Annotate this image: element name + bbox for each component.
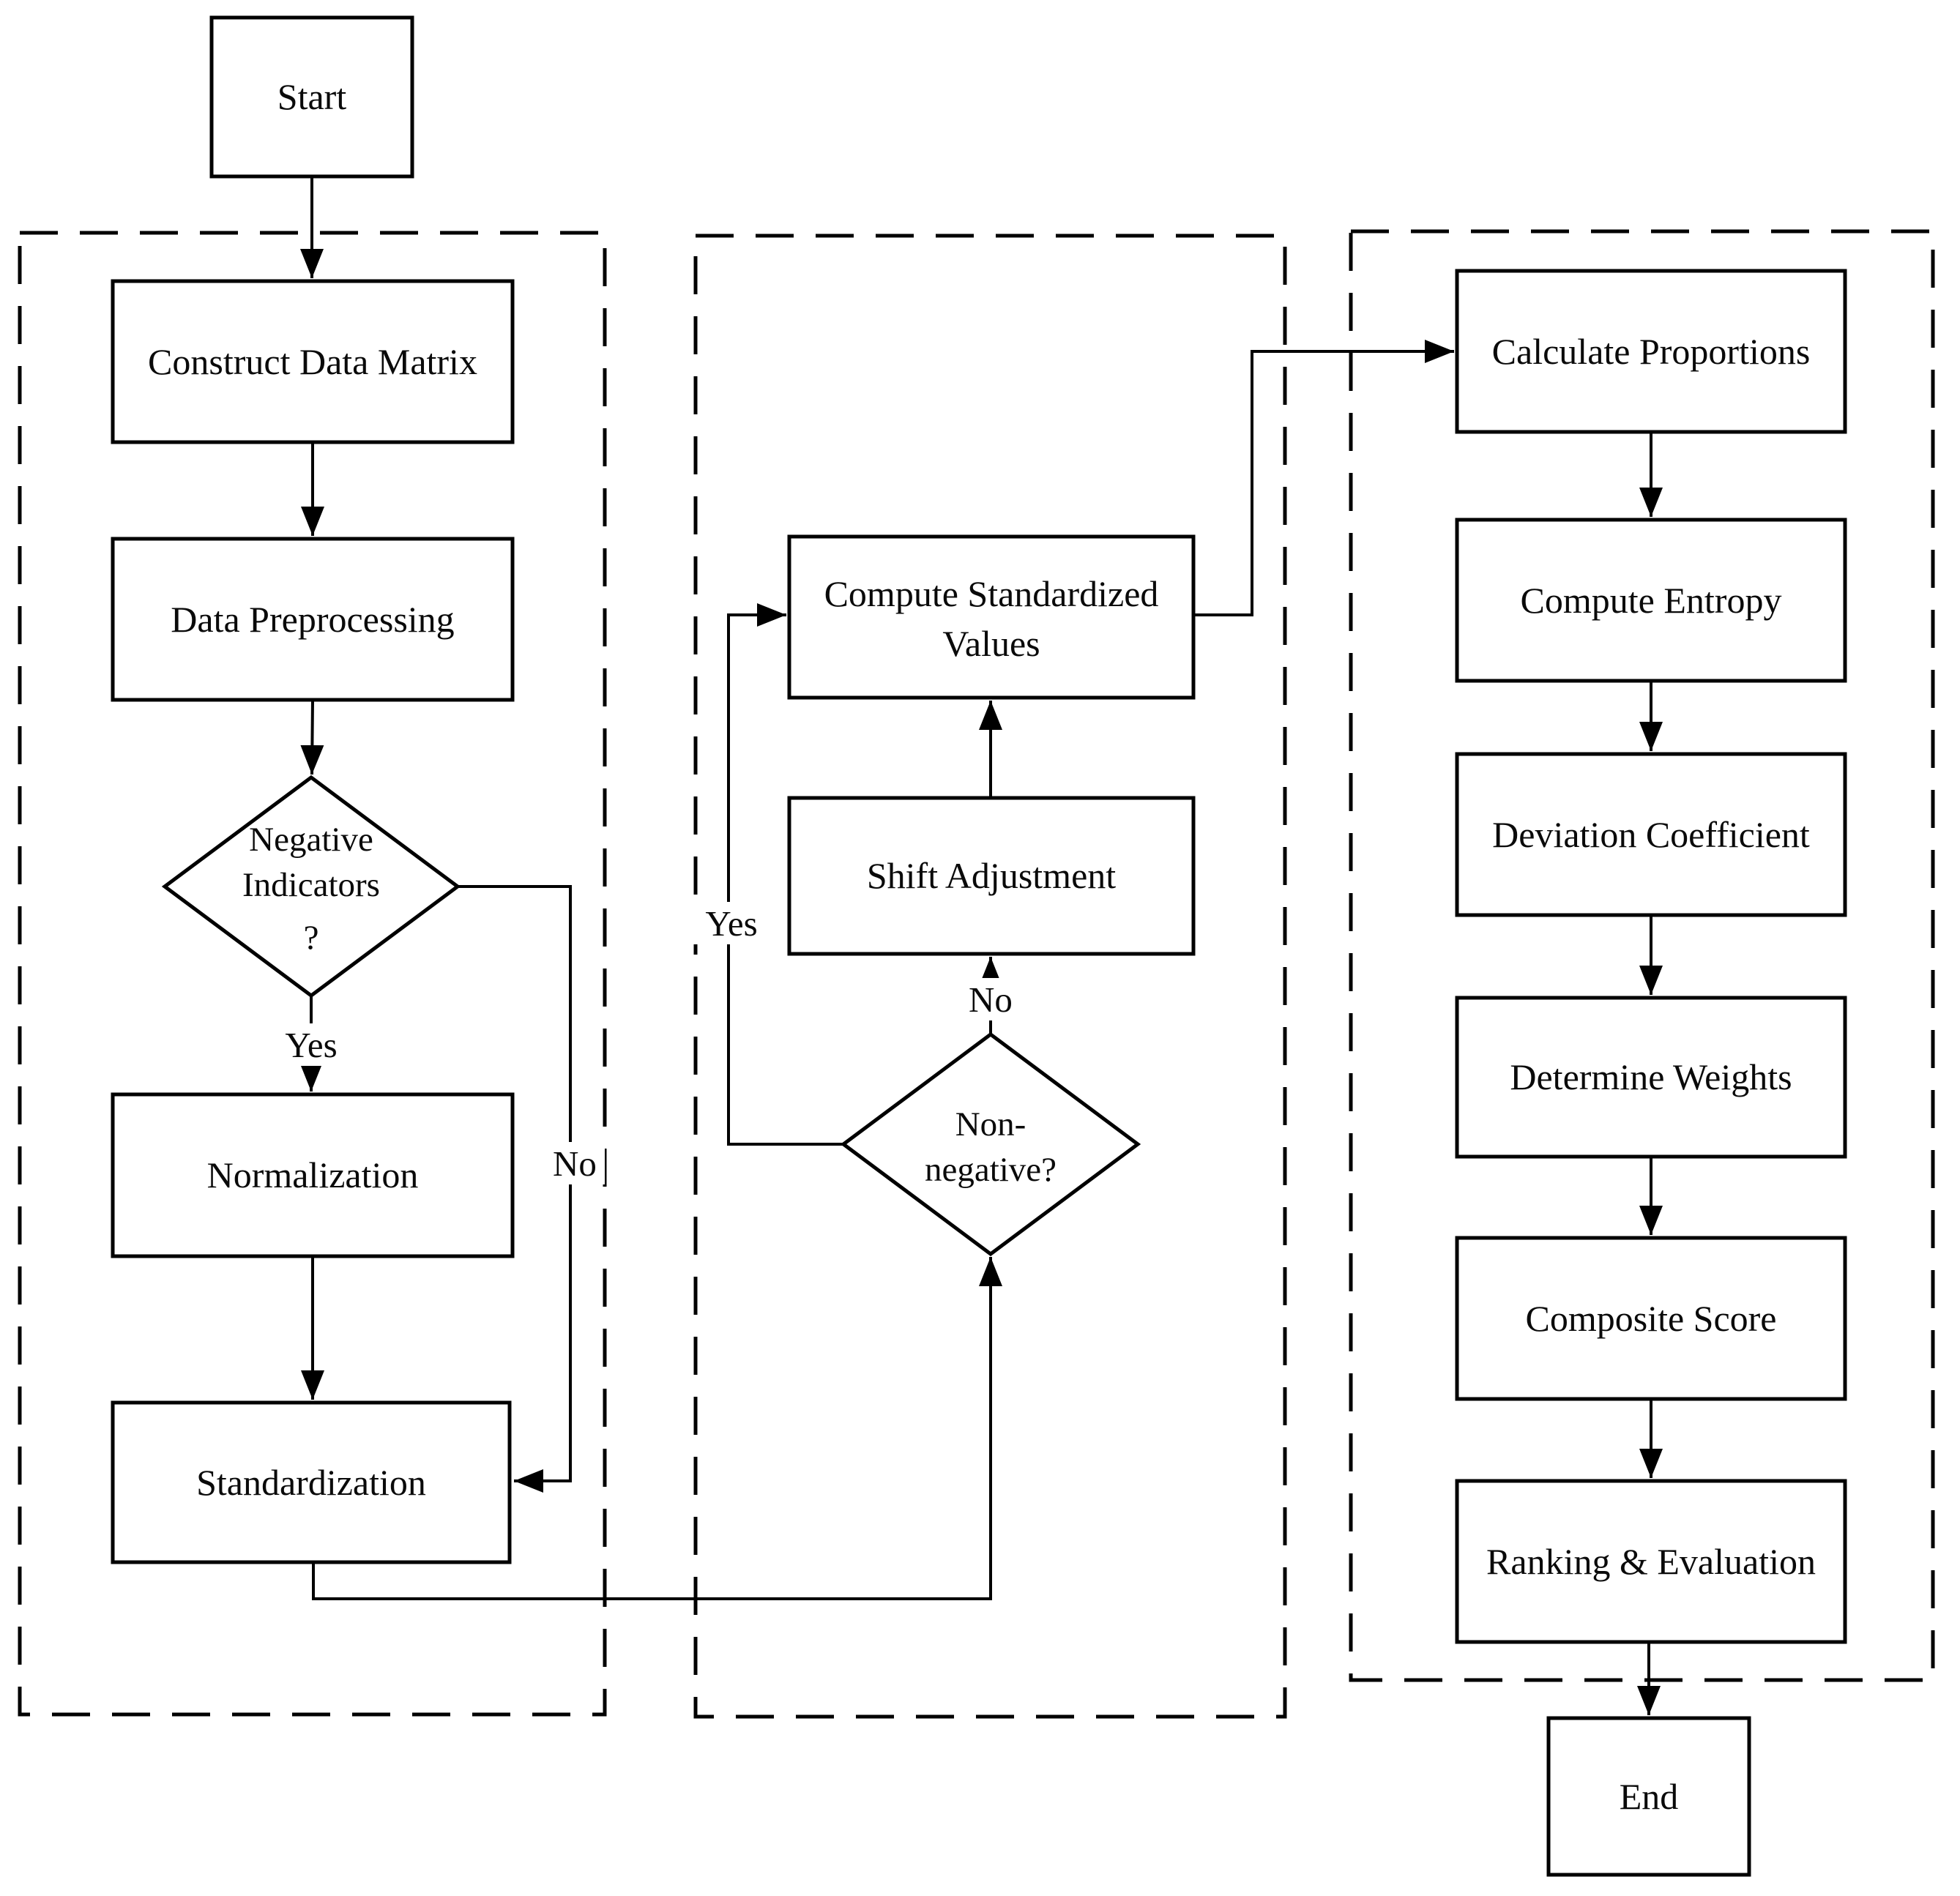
node-data-preprocessing-box	[111, 537, 515, 702]
edge-label-non-negative-yes: Yes	[688, 902, 775, 944]
decision-negative-indicators-line2: Indicators	[242, 866, 380, 904]
node-ranking-evaluation-label: Ranking & Evaluation	[1486, 1541, 1816, 1582]
node-shift-adjustment-label: Shift Adjustment	[867, 855, 1116, 896]
node-start-label: Start	[277, 76, 347, 117]
node-standardization-box	[111, 1400, 512, 1564]
edge-preprocessing-to-negative-decision	[300, 699, 324, 775]
node-end: End	[1546, 1716, 1751, 1877]
node-compute-standardized-values: Compute Standardized Values	[787, 534, 1196, 700]
node-deviation-coefficient: Deviation Coefficient	[1455, 752, 1847, 917]
edge-label-non-negative-no-bg	[959, 978, 1022, 1020]
decision-negative-indicators-shape	[161, 775, 461, 999]
node-determine-weights-box	[1455, 996, 1847, 1159]
node-compute-standardized-values-line1: Compute Standardized	[824, 573, 1159, 614]
group-standardization-stage	[693, 234, 1287, 1719]
node-deviation-coefficient-label: Deviation Coefficient	[1492, 814, 1810, 855]
node-composite-score: Composite Score	[1455, 1236, 1847, 1401]
node-calculate-proportions: Calculate Proportions	[1455, 269, 1847, 434]
edge-label-non-negative-yes-bg	[688, 902, 775, 944]
edge-label-negative-yes-bg	[268, 1023, 354, 1066]
decision-non-negative-line2: negative?	[925, 1151, 1057, 1189]
node-compute-standardized-values-box	[787, 534, 1196, 700]
node-end-label: End	[1620, 1776, 1679, 1817]
node-normalization-label: Normalization	[207, 1154, 419, 1195]
edge-label-non-negative-no-text: No	[969, 979, 1013, 1020]
decision-negative-indicators: Negative Indicators ?	[161, 775, 461, 999]
edge-label-negative-yes-text: Yes	[285, 1025, 337, 1065]
node-data-preprocessing-label: Data Preprocessing	[171, 599, 454, 640]
node-start: Start	[209, 15, 414, 179]
edge-label-non-negative-yes-text: Yes	[705, 903, 757, 944]
decision-negative-indicators-line3: ?	[304, 919, 319, 957]
node-construct-data-matrix-label: Construct Data Matrix	[148, 341, 477, 382]
node-data-preprocessing: Data Preprocessing	[111, 537, 515, 702]
node-calculate-proportions-box	[1455, 269, 1847, 434]
node-composite-score-box	[1455, 1236, 1847, 1401]
node-compute-standardized-values-line2: Values	[942, 623, 1040, 664]
node-start-box	[209, 15, 414, 179]
node-ranking-evaluation: Ranking & Evaluation	[1455, 1479, 1847, 1644]
edge-label-negative-yes: Yes	[268, 1023, 354, 1066]
edge-non-negative-yes-to-compute-standardized	[727, 603, 843, 1146]
node-ranking-evaluation-box	[1455, 1479, 1847, 1644]
group-entropy-weight-stage	[1349, 229, 1935, 1682]
node-composite-score-label: Composite Score	[1525, 1298, 1776, 1339]
node-shift-adjustment: Shift Adjustment	[787, 796, 1196, 956]
edge-standardization-to-non-negative-decision	[312, 1257, 1002, 1600]
decision-non-negative-shape	[840, 1031, 1141, 1257]
edge-label-non-negative-no: No	[959, 978, 1022, 1020]
node-normalization: Normalization	[111, 1092, 515, 1258]
node-construct-data-matrix: Construct Data Matrix	[111, 279, 515, 444]
node-determine-weights-label: Determine Weights	[1510, 1056, 1792, 1097]
decision-non-negative-line1: Non-	[955, 1105, 1026, 1143]
edge-label-negative-no-text: No	[553, 1143, 597, 1184]
node-end-box	[1546, 1716, 1751, 1877]
decision-negative-indicators-line1: Negative	[249, 821, 373, 859]
node-compute-entropy: Compute Entropy	[1455, 518, 1847, 683]
node-compute-entropy-label: Compute Entropy	[1521, 580, 1782, 621]
node-standardization: Standardization	[111, 1400, 512, 1564]
node-standardization-label: Standardization	[196, 1462, 426, 1503]
node-calculate-proportions-label: Calculate Proportions	[1492, 331, 1811, 372]
edge-label-negative-no: No	[543, 1142, 605, 1184]
node-determine-weights: Determine Weights	[1455, 996, 1847, 1159]
node-construct-data-matrix-box	[111, 279, 515, 444]
edge-compute-standardized-to-calculate-proportions	[1193, 340, 1454, 616]
edge-label-negative-no-bg	[543, 1142, 605, 1184]
decision-non-negative: Non- negative?	[840, 1031, 1141, 1257]
node-shift-adjustment-box	[787, 796, 1196, 956]
node-normalization-box	[111, 1092, 515, 1258]
group-preprocessing-stage	[18, 231, 607, 1717]
node-compute-entropy-box	[1455, 518, 1847, 683]
node-deviation-coefficient-box	[1455, 752, 1847, 917]
